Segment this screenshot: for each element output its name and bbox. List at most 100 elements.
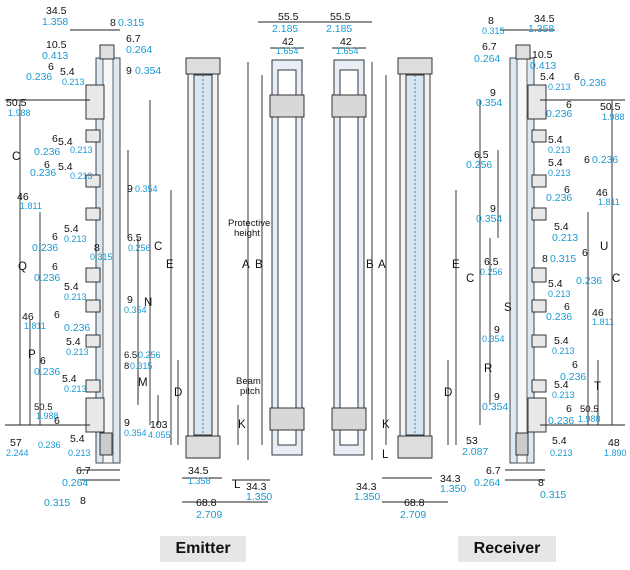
dim-6-in-left-6: 0.236 [64, 322, 90, 334]
dim-9-in-left-1: 0.354 [135, 65, 161, 77]
dim-8-mm-left-low: 8 [124, 361, 129, 372]
letter-c-left: C [12, 151, 20, 163]
letter-t-right: T [594, 381, 601, 393]
letter-a-emitter: A [242, 259, 250, 271]
dim-6-7-mm-top-left: 6.7 [126, 33, 141, 45]
dim-34-5-mm-left: 34.5 [46, 5, 67, 17]
letter-e-receiver: E [452, 259, 460, 271]
dim-68-8-mm-receiver: 68.8 [404, 497, 425, 509]
dim-9-mm-left-2: 9 [127, 183, 133, 195]
dim-5-4-in-right-6: 0.213 [552, 346, 575, 356]
dim-5-4-mm-left-1: 5.4 [60, 66, 75, 78]
letter-m-left: M [138, 377, 148, 389]
dim-6-mm-left-1: 6 [48, 61, 54, 73]
dim-48-mm: 48 [608, 437, 620, 449]
dim-5-4-mm-right-3: 5.4 [548, 157, 563, 169]
dim-50-5-mm-right-2: 50.5 [580, 404, 599, 415]
dim-8-mm-top-right: 8 [488, 15, 494, 27]
dim-50-5-in-left: 1.988 [8, 108, 31, 118]
dim-55-5-in-center-right: 2.185 [326, 23, 352, 35]
dim-6-in-right-1: 0.236 [580, 77, 606, 89]
dim-5-4-in-right-3: 0.213 [548, 168, 571, 178]
dim-46-mm-left-1: 46 [17, 191, 29, 203]
dim-50-5-mm-left-2: 50.5 [34, 402, 53, 413]
dim-5-4-in-left-6: 0.213 [66, 347, 89, 357]
dim-5-4-mm-right-8: 5.4 [552, 435, 567, 447]
letter-l-receiver: L [382, 449, 389, 461]
dim-8-mm-right-mid: 8 [542, 253, 548, 265]
dim-6-7-in-top-right: 0.264 [474, 53, 500, 65]
dim-5-4-mm-right-1: 5.4 [540, 71, 555, 83]
dim-46-in-left-1: 1.811 [20, 201, 42, 211]
dim-34-5-mm-right: 34.5 [534, 13, 555, 25]
dim-68-8-in-receiver: 2.709 [400, 509, 426, 521]
dim-5-4-in-right-5: 0.213 [548, 289, 571, 299]
letter-d-emitter: D [174, 387, 182, 399]
dim-9-in-left-4: 0.354 [124, 428, 147, 438]
dim-9-mm-left-4: 9 [124, 417, 130, 429]
letter-c-left-right: C [154, 241, 162, 253]
dim-68-8-mm-emitter: 68.8 [196, 497, 217, 509]
dim-6-in-left-4: 0.236 [32, 242, 58, 254]
center-top-views [258, 21, 372, 456]
dim-5-4-in-left-5: 0.213 [64, 292, 87, 302]
dim-42-mm-center-right: 42 [340, 36, 352, 48]
dim-6-mm-left-8: 6 [54, 415, 60, 427]
dim-42-in-center-right: 1.654 [336, 46, 359, 56]
letter-p-left: P [28, 349, 36, 361]
dim-5-4-mm-left-3: 5.4 [58, 161, 73, 173]
dim-6-in-left-3: 0.236 [30, 167, 56, 179]
dim-6-in-right-8: 0.236 [548, 415, 574, 427]
dim-5-4-in-right-7: 0.213 [552, 390, 575, 400]
dim-34-5-in-right: 1.358 [528, 23, 554, 35]
dim-46-mm-right-2: 46 [592, 307, 604, 319]
letter-u-right: U [600, 241, 608, 253]
dim-6-7-in-bottom-left: 0.264 [62, 477, 88, 489]
receiver-front-view [371, 57, 457, 503]
dim-46-mm-left-2: 46 [22, 311, 34, 323]
dim-6-5-mm-right-2: 6.5 [484, 256, 499, 268]
letter-b-emitter: B [255, 259, 263, 271]
dim-55-5-mm-center-right: 55.5 [330, 11, 351, 23]
dim-6-5-in-right-2: 0.256 [480, 267, 503, 277]
letter-e-emitter: E [166, 259, 174, 271]
dim-50-5-mm-left: 50.5 [6, 97, 27, 109]
dim-6-mm-right-5: 6 [582, 247, 588, 259]
dim-5-4-in-left-1: 0.213 [62, 77, 85, 87]
dim-6-in-left-5: 0.236 [34, 272, 60, 284]
dim-8-in-left-low: 0.315 [130, 361, 153, 371]
dim-5-4-in-right-8: 0.213 [550, 448, 573, 458]
caption-receiver: Receiver [458, 536, 556, 562]
dim-9-mm-left-3: 9 [127, 294, 133, 306]
dim-6-mm-left-6: 6 [54, 309, 60, 321]
dim-42-in-center-left: 1.654 [276, 46, 299, 56]
dim-9-mm-right-4: 9 [494, 391, 500, 403]
dim-5-4-mm-left-8: 5.4 [70, 433, 85, 445]
dim-9-mm-left-1: 9 [126, 65, 132, 77]
dim-5-4-mm-right-2: 5.4 [548, 134, 563, 146]
dim-46-in-left-2: 1.811 [24, 321, 46, 331]
dim-6-5-in-left: 0.256 [128, 243, 151, 253]
dim-9-in-right-4: 0.354 [482, 401, 508, 413]
dim-34-5-mm-emitter: 34.5 [188, 465, 209, 477]
dim-57-in: 2.244 [6, 448, 29, 458]
dim-6-mm-right-4: 6 [564, 184, 570, 196]
letter-b-receiver: B [366, 259, 374, 271]
dim-6-in-right-4: 0.236 [546, 192, 572, 204]
dim-5-4-mm-left-6: 5.4 [66, 336, 81, 348]
dim-6-mm-right-7: 6 [572, 359, 578, 371]
letter-s-right: S [504, 302, 512, 314]
letter-n-left: N [144, 297, 152, 309]
dim-8-in-left-mid: 0.315 [90, 252, 113, 262]
letter-c-right: C [466, 273, 474, 285]
dim-57-mm: 57 [10, 437, 22, 449]
dim-55-5-mm-center-left: 55.5 [278, 11, 299, 23]
dim-9-mm-right-2: 9 [490, 203, 496, 215]
dim-5-4-in-left-2: 0.213 [70, 145, 93, 155]
dim-6-mm-left-3: 6 [44, 159, 50, 171]
dim-46-in-right-1: 1.811 [598, 197, 620, 207]
dim-6-in-left-2: 0.236 [34, 146, 60, 158]
dim-5-4-in-left-8: 0.213 [68, 448, 91, 458]
dim-10-5-in-right: 0.413 [530, 60, 556, 72]
note-beam-pitch-1: Beam [236, 376, 261, 387]
